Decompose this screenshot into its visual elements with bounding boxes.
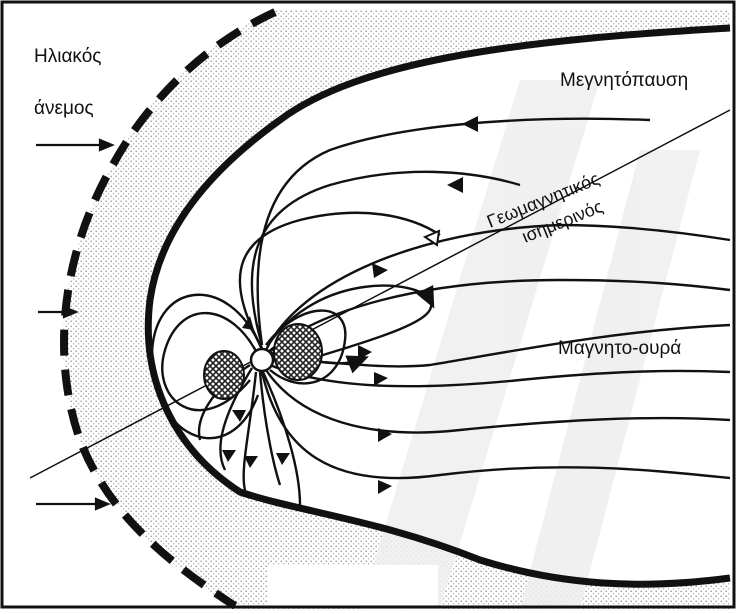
blank-box bbox=[268, 565, 438, 605]
magnetotail-label: Μαγνητο-ουρά bbox=[558, 338, 681, 359]
radiation-belt-left bbox=[204, 351, 244, 399]
magnetopause-label: Μεγνητόπαυση bbox=[560, 70, 688, 91]
solar-wind-label-2: άνεμος bbox=[34, 98, 94, 119]
earth bbox=[251, 349, 273, 371]
solar-wind-label-1: Ηλιακός bbox=[34, 46, 101, 67]
radiation-belt-right bbox=[274, 324, 322, 380]
